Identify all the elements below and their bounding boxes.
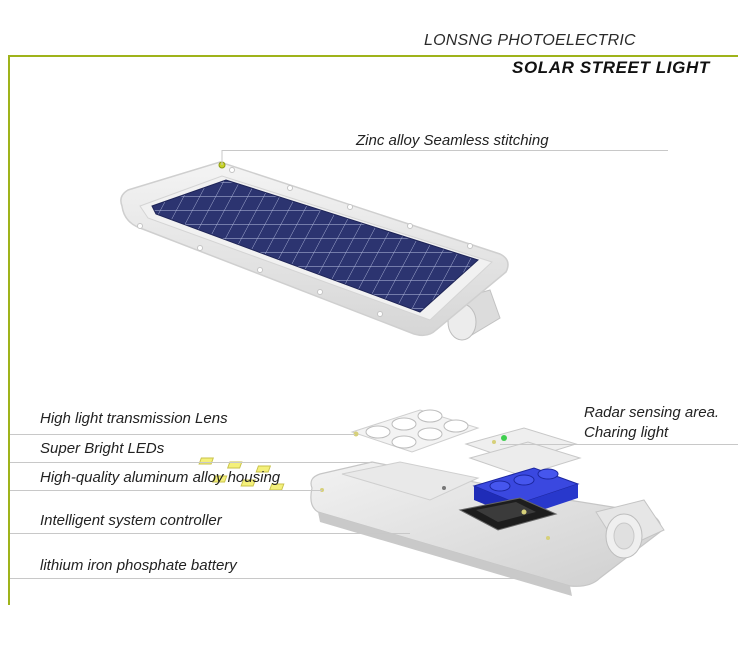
leader-lens — [10, 434, 355, 435]
header-accent-line — [8, 55, 738, 57]
radar-board — [464, 427, 582, 477]
callout-radar-line1: Radar sensing area. — [584, 404, 720, 421]
solar-cells — [151, 179, 479, 313]
leader-leds — [10, 462, 372, 463]
callout-lens: High light transmission Lens — [40, 410, 228, 427]
callout-leds: Super Bright LEDs — [40, 440, 165, 457]
lens-array — [350, 409, 480, 453]
solar-panel — [120, 150, 509, 341]
leader-battery — [10, 578, 522, 579]
leader-housing — [10, 490, 322, 491]
pole-mount — [595, 499, 665, 559]
callout-battery: lithium iron phosphate battery — [40, 557, 237, 574]
leader-radar — [500, 444, 738, 445]
page-title: SOLAR STREET LIGHT — [512, 58, 710, 77]
callout-housing: High-quality aluminum alloy housing — [40, 469, 281, 486]
callout-radar-line2: Charing light — [584, 424, 669, 441]
callout-zinc-alloy: Zinc alloy Seamless stitching — [356, 132, 549, 149]
leader-zinc-alloy — [222, 150, 668, 151]
leader-controller — [10, 533, 410, 534]
left-accent-line — [8, 55, 10, 605]
callout-controller: Intelligent system controller — [40, 512, 222, 529]
controller-module — [458, 497, 558, 531]
brand-name: LONSNG PHOTOELECTRIC — [424, 32, 636, 49]
charging-light-indicator — [501, 435, 507, 441]
